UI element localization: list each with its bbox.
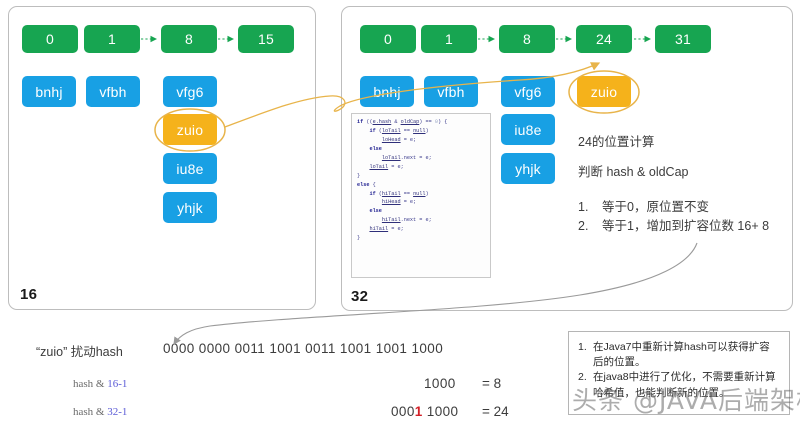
value-node: bnhj bbox=[360, 76, 414, 107]
code-line: } bbox=[357, 235, 361, 242]
bits-prefix: 000 bbox=[391, 404, 415, 419]
calc-row-bits-32: 0001 1000 bbox=[391, 404, 458, 419]
code-line: loTail = e; bbox=[369, 163, 404, 170]
java-code-snippet: if ((e.hash & oldCap) == 0) { if (loTail… bbox=[351, 113, 491, 278]
calc-label-capacity: 32-1 bbox=[107, 406, 128, 418]
list-item: 1. 等于0，原位置不变 bbox=[578, 198, 769, 217]
calc-row-label-32: hash & 32-1 bbox=[73, 406, 127, 418]
bucket-node: 1 bbox=[421, 25, 477, 53]
bits-suffix: 1000 bbox=[422, 404, 459, 419]
code-line: if ((e.hash & oldCap) == 0) { bbox=[357, 119, 448, 125]
code-line: } bbox=[357, 172, 361, 179]
calc-row-result-32: = 24 bbox=[482, 404, 509, 419]
value-node: yhjk bbox=[501, 153, 555, 184]
list-item-text: 等于1，增加到扩容位数 16+ 8 bbox=[602, 219, 770, 234]
value-node-highlighted: zuio bbox=[163, 114, 217, 145]
calc-row-bits-hash: 0000 0000 0011 1001 0011 1001 1001 1000 bbox=[163, 341, 444, 356]
code-line: hiTail.next = e; bbox=[381, 217, 432, 224]
note-hash-oldcap: 判断 hash & oldCap bbox=[578, 165, 689, 179]
calc-label-prefix: hash & bbox=[73, 406, 108, 418]
list-item-index: 1. bbox=[578, 200, 589, 214]
bucket-node: 15 bbox=[238, 25, 294, 53]
note-position-calc: 24的位置计算 bbox=[578, 135, 655, 149]
value-node: vfbh bbox=[424, 76, 478, 107]
bits-highlight-digit: 1 bbox=[414, 404, 423, 419]
code-line: else bbox=[369, 145, 382, 152]
code-line: hiTail = e; bbox=[369, 226, 404, 233]
info-box: 1. 在Java7中重新计算hash可以获得扩容后的位置。 2. 在java8中… bbox=[568, 331, 790, 415]
value-node: yhjk bbox=[163, 192, 217, 223]
list-item-text: 等于0，原位置不变 bbox=[602, 200, 709, 214]
bucket-node: 1 bbox=[84, 25, 140, 53]
code-line: if (hiTail == null) bbox=[369, 190, 429, 197]
bucket-node: 0 bbox=[360, 25, 416, 53]
note-rules-list: 1. 等于0，原位置不变 2. 等于1，增加到扩容位数 16+ 8 bbox=[578, 198, 769, 237]
value-node-highlighted: zuio bbox=[577, 76, 631, 107]
value-node: bnhj bbox=[22, 76, 76, 107]
calc-row-bits-16: 1000 bbox=[424, 376, 456, 391]
list-item-index: 2. bbox=[578, 219, 589, 234]
bucket-node: 24 bbox=[576, 25, 632, 53]
value-node: iu8e bbox=[163, 153, 217, 184]
info-item-text: 在java8中进行了优化，不需要重新计算哈希值，也能判断新的位置。 bbox=[593, 371, 776, 399]
info-item-index: 2. bbox=[578, 371, 587, 384]
bucket-node: 0 bbox=[22, 25, 78, 53]
calc-row-result-16: = 8 bbox=[482, 376, 502, 391]
code-line: else bbox=[369, 208, 382, 215]
calc-label-capacity: 16-1 bbox=[107, 378, 128, 390]
code-line: loTail.next = e; bbox=[381, 154, 432, 161]
code-line: loHead = e; bbox=[381, 136, 417, 143]
calc-label-prefix: hash & bbox=[73, 378, 108, 390]
bucket-node: 31 bbox=[655, 25, 711, 53]
value-node: iu8e bbox=[501, 114, 555, 145]
capacity-label-after: 32 bbox=[351, 288, 369, 305]
bucket-node: 8 bbox=[499, 25, 555, 53]
code-line: hiHead = e; bbox=[381, 199, 417, 206]
capacity-label-before: 16 bbox=[20, 286, 38, 303]
info-list-item: 1. 在Java7中重新计算hash可以获得扩容后的位置。 bbox=[578, 340, 780, 370]
value-node: vfg6 bbox=[501, 76, 555, 107]
calc-row-label-hash: “zuio” 扰动hash bbox=[36, 345, 123, 359]
bucket-node: 8 bbox=[161, 25, 217, 53]
info-list-item: 2. 在java8中进行了优化，不需要重新计算哈希值，也能判断新的位置。 bbox=[578, 370, 780, 400]
value-node: vfbh bbox=[86, 76, 140, 107]
code-line: if (loTail == null) bbox=[369, 127, 429, 134]
code-line: else { bbox=[357, 181, 376, 188]
value-node: vfg6 bbox=[163, 76, 217, 107]
calc-row-label-16: hash & 16-1 bbox=[73, 378, 127, 390]
info-item-text: 在Java7中重新计算hash可以获得扩容后的位置。 bbox=[593, 341, 770, 369]
list-item: 2. 等于1，增加到扩容位数 16+ 8 bbox=[578, 217, 769, 236]
info-item-index: 1. bbox=[578, 341, 587, 353]
